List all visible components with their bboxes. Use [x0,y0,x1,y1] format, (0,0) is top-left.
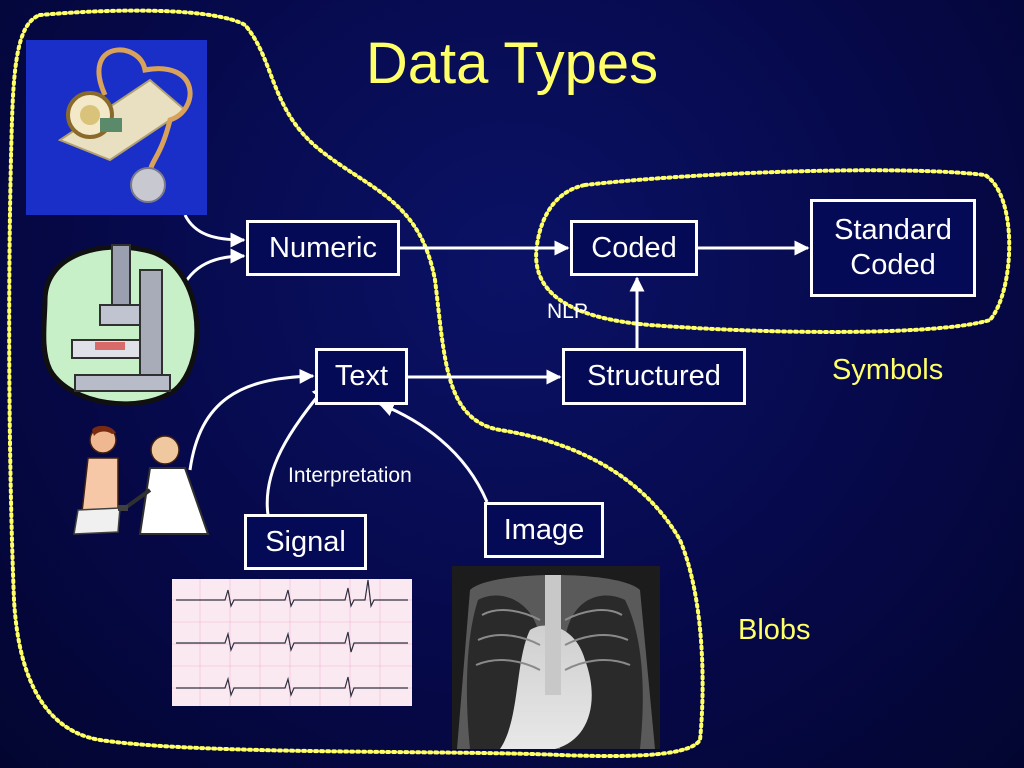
node-signal-label: Signal [265,525,346,558]
node-numeric-label: Numeric [269,231,377,264]
blobs-group-outline [7,8,705,759]
node-standard-coded: Standard Coded [810,199,976,297]
ecg-strip-image [172,579,412,706]
node-signal: Signal [244,514,367,570]
node-structured-label: Structured [587,360,721,393]
node-text: Text [315,348,408,405]
edge-label-interpretation: Interpretation [288,464,412,487]
node-image: Image [484,502,604,558]
edge-label-nlp: NLP [547,300,588,323]
node-coded-label: Coded [591,231,677,264]
node-standard-coded-label-line2: Coded [850,249,936,281]
slide-title: Data Types [365,31,659,96]
node-standard-coded-label-line1: Standard [834,214,952,247]
chest-xray-image [452,566,660,749]
group-label-blobs: Blobs [738,614,811,646]
sphygmomanometer-icon [26,40,207,215]
arrow-bp-to-numeric [183,214,246,248]
microscope-icon [41,244,200,407]
group-label-symbols: Symbols [832,354,944,386]
arrow-image-to-text [378,402,489,503]
arrow-doctor-to-text [188,368,315,471]
node-coded: Coded [570,220,698,276]
node-image-label: Image [503,513,585,546]
arrow-signal-to-text [265,384,328,516]
node-numeric: Numeric [246,220,400,276]
symbols-group-outline [534,168,1012,334]
node-text-label: Text [334,360,389,393]
node-structured: Structured [562,348,746,405]
doctor-patient-icon [73,425,210,535]
